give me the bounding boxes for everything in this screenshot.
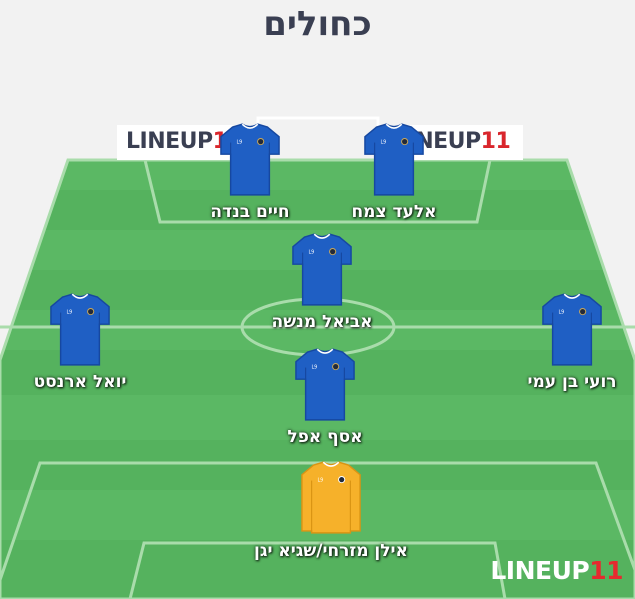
player-card[interactable]: יואל ארנסט [0,292,190,392]
player-name: יואל ארנסט [33,372,127,392]
shirt-icon [291,232,353,308]
lineup11-logo: LINEUP11 [490,556,623,585]
player-name: אביאל מנשה [271,312,373,332]
player-name: רועי בן עמי [527,372,617,392]
player-name: אלעד צמח [351,202,437,222]
shirt-icon [294,347,356,423]
shirt-icon [49,292,111,368]
shirt-icon [363,122,425,198]
player-name: חיים בנדה [210,202,290,222]
goalkeeper-shirt-icon [300,459,362,537]
team-title: כחולים [263,4,372,44]
shirt-icon [219,122,281,198]
shirt-icon [541,292,603,368]
player-name: אסף אפל [287,427,363,447]
player-card[interactable]: אביאל מנשה [212,232,432,332]
player-name: אילן מזרחי/שגיא יגן [254,541,408,561]
player-card[interactable]: אלעד צמח [284,122,504,222]
player-card[interactable]: אסף אפל [215,347,435,447]
player-card[interactable]: חיים בנדה [140,122,360,222]
player-card[interactable]: רועי בן עמי [462,292,635,392]
goalkeeper-card[interactable]: אילן מזרחי/שגיא יגן [221,459,441,561]
ad-board-left: LINEUP11 [117,125,243,160]
